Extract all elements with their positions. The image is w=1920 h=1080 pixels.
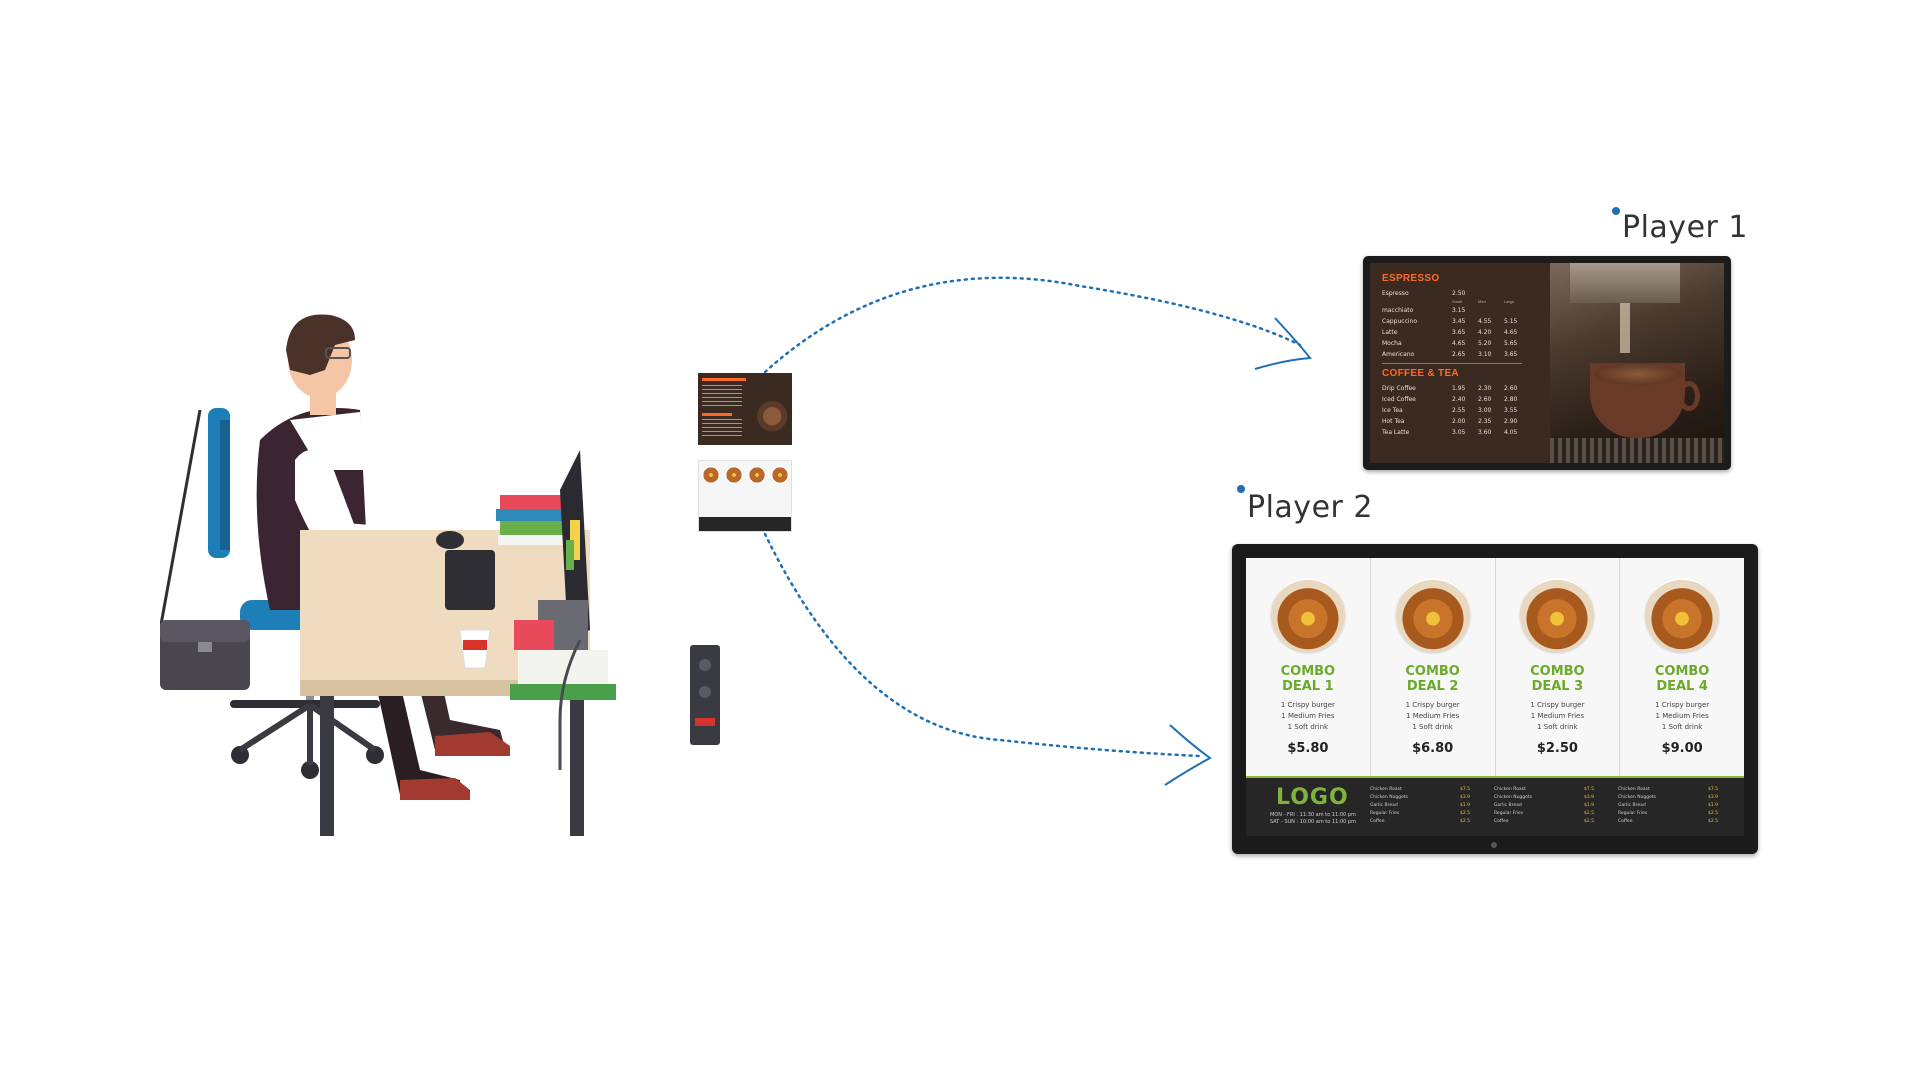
menu-row: Cappuccino 3.45 4.55 5.15 [1382, 318, 1518, 325]
menu-row: Ice Tea 2.55 3.00 3.55 [1382, 407, 1518, 414]
side-menu-list: Chicken Roast$7.5 Chicken Nuggets$3.9 Ga… [1370, 787, 1470, 824]
menu-row: Drip Coffee 1.95 2.30 2.60 [1382, 385, 1518, 392]
combo-deals-thumbnail [698, 460, 792, 532]
player-1-label: Player 1 [1622, 210, 1748, 245]
logo: LOGO [1276, 785, 1349, 810]
shoe [400, 778, 470, 800]
menu-section-title: COFFEE & TEA [1382, 368, 1459, 379]
meal-photo [1645, 578, 1720, 652]
meal-photo [1520, 578, 1595, 652]
player-2-label: Player 2 [1247, 490, 1373, 525]
coffee-menu-thumbnail [698, 373, 792, 445]
mouse [436, 531, 464, 549]
arrowhead-player-2 [1164, 724, 1212, 786]
glasses [325, 347, 351, 359]
menu-row: Hot Tea 2.00 2.35 2.90 [1382, 418, 1518, 425]
menu-divider [1382, 363, 1522, 364]
deal-price: $6.80 [1412, 741, 1454, 756]
menu-row: macchiato 3.15 [1382, 307, 1466, 314]
keyboard [445, 550, 495, 610]
deal-price: $5.80 [1287, 741, 1329, 756]
menu-section-title: ESPRESSO [1382, 273, 1440, 284]
menu-footer: LOGO MON - FRI : 11:30 am to 11:00 pm SA… [1246, 776, 1744, 836]
menu-row: Mocha 4.65 5.20 5.65 [1382, 340, 1518, 347]
deal-price: $9.00 [1661, 741, 1703, 756]
menu-row: Iced Coffee 2.40 2.60 2.80 [1382, 396, 1518, 403]
office-worker-illustration [160, 314, 720, 836]
deal-price: $2.50 [1536, 741, 1578, 756]
player-1-dot [1612, 207, 1620, 215]
espresso-machine-photo [1550, 263, 1724, 463]
menu-row: Espresso 2.50 [1382, 290, 1466, 297]
arrow-to-player-2 [763, 532, 1202, 758]
meal-photo [1270, 578, 1345, 652]
player-2-dot [1237, 485, 1245, 493]
side-menu-list: Chicken Roast$7.5 Chicken Nuggets$3.9 Ga… [1618, 787, 1718, 824]
side-menu-list: Chicken Roast$7.5 Chicken Nuggets$3.9 Ga… [1494, 787, 1594, 824]
shoe [435, 732, 510, 756]
books [500, 495, 570, 509]
hair [286, 314, 355, 375]
opening-hours: MON - FRI : 11:30 am to 11:00 pm SAT - S… [1270, 812, 1356, 825]
arrow-to-player-1 [763, 276, 1302, 374]
webcam-icon [1491, 842, 1497, 848]
arrowhead-player-1 [1254, 317, 1312, 370]
menu-row: Americano 2.65 3.10 3.65 [1382, 351, 1518, 358]
menu-row: Latte 3.65 4.20 4.65 [1382, 329, 1518, 336]
menu-row: Tea Latte 3.05 3.60 4.05 [1382, 429, 1518, 436]
meal-photo [1395, 578, 1470, 652]
